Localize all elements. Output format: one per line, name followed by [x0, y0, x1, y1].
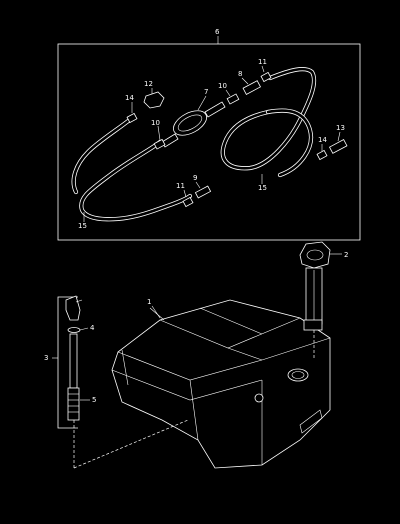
callout-1: 1	[147, 298, 151, 306]
callout-11-top: 11	[258, 58, 267, 66]
primer-clip	[143, 91, 165, 109]
callout-15-right: 15	[258, 184, 267, 192]
tank-leader	[151, 305, 161, 319]
callout-4: 4	[90, 324, 95, 332]
callout-6: 6	[215, 28, 220, 36]
pickup-assembly	[52, 295, 189, 469]
callout-12: 12	[144, 80, 153, 88]
callout-numbers: 6 12 14 7 10 8 11 10 13 14 9 11 15 15 2 …	[44, 28, 348, 404]
callout-2: 2	[344, 251, 348, 259]
gauge-port	[254, 393, 264, 403]
kit-leaders	[83, 65, 341, 222]
fuel-tank	[111, 299, 331, 469]
kit-frame	[57, 43, 361, 241]
callout-5: 5	[92, 396, 96, 404]
callout-7: 7	[204, 88, 208, 96]
callout-3: 3	[44, 354, 48, 362]
hose-right	[220, 67, 317, 178]
fuel-gauge	[299, 241, 342, 360]
callout-10-left: 10	[151, 119, 160, 127]
fuel-cap	[287, 368, 309, 382]
callout-13: 13	[336, 124, 345, 132]
callout-14-left: 14	[125, 94, 134, 102]
callout-15-left: 15	[78, 222, 87, 230]
primer-bulb	[161, 101, 226, 148]
fittings	[126, 71, 348, 208]
callout-8: 8	[238, 70, 242, 78]
callout-9: 9	[193, 174, 197, 182]
callout-11-bottom: 11	[176, 182, 185, 190]
hose-left	[71, 115, 193, 222]
fuel-line-kit	[57, 36, 361, 241]
callout-10-top: 10	[218, 82, 227, 90]
callout-14-right: 14	[318, 136, 327, 144]
